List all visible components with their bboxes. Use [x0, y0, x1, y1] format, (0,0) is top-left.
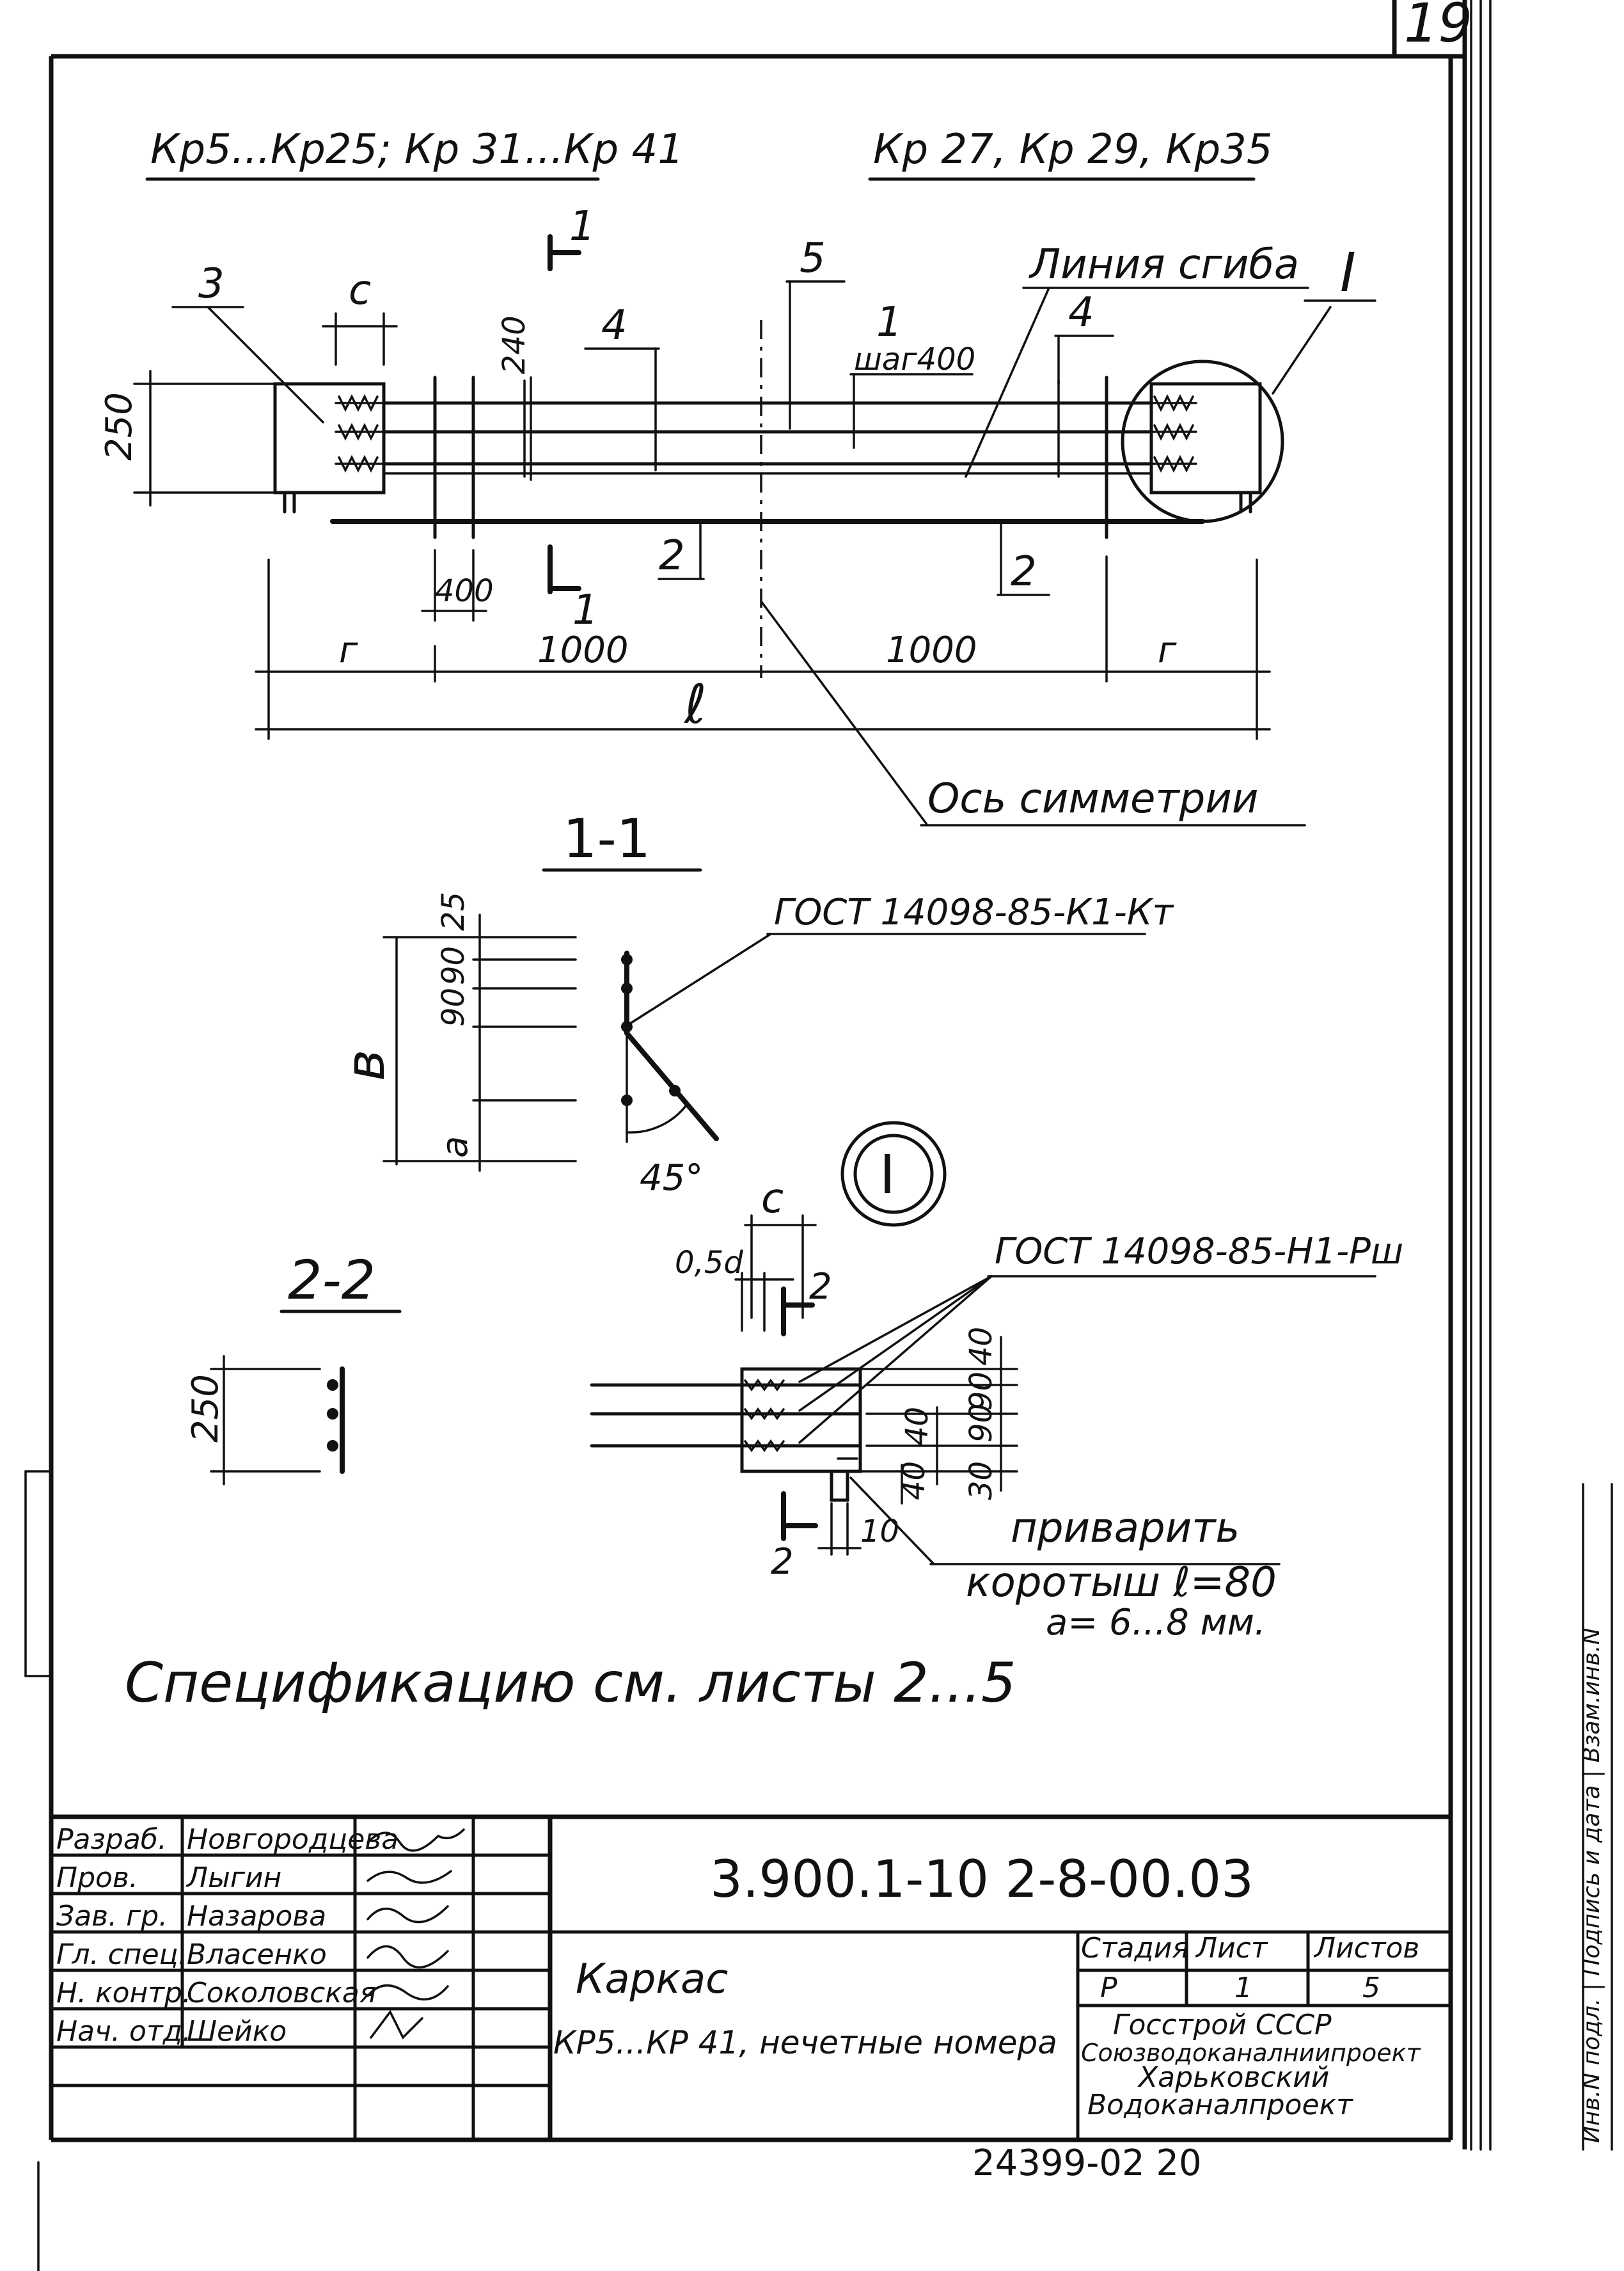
detail-I-dim-r1: 40 [963, 1327, 999, 1366]
header-right-text: Кр 27, Кр 29, Кр35 [873, 126, 1273, 173]
left-plate [273, 382, 386, 495]
tb-name-5: Соколовская [187, 1977, 376, 2009]
tb-name-2: Лыгин [185, 1862, 281, 1894]
section-mark-1-top-label: 1 [569, 203, 595, 250]
header-right: Кр 27, Кр 29, Кр35 [868, 126, 1273, 181]
tb-role-3: Зав. гр. [56, 1900, 168, 1933]
section-1-1: 1-1 25 90 90 в а 45° ГОСТ 14098-85-К1-Кт [334, 807, 1174, 1199]
callout-I-label: I [1340, 241, 1356, 304]
detail-I-plate [740, 1367, 862, 1473]
section-mark-1-top: 1 [548, 203, 595, 271]
detail-I-cut-top: 2 [809, 1266, 832, 1308]
header-left: Кр5...Кр25; Кр 31...Кр 41 [145, 126, 684, 181]
right-welds [1150, 394, 1197, 473]
detail-I-d40b: 40 [896, 1461, 932, 1500]
label-step: шаг400 [854, 342, 975, 377]
label-pos4-right: 4 [1068, 289, 1094, 336]
detail-I-dim-r3: 90 [963, 1404, 999, 1443]
tb-role-6: Нач. отд. [56, 2015, 191, 2048]
tb-role-5: Н. контр. [56, 1977, 191, 2009]
label-pos3: 3 [198, 260, 225, 308]
dim-left-1000: 1000 [537, 629, 629, 671]
tb-sheets: 5 [1362, 1972, 1380, 2004]
dim-1-1-90a: 90 [436, 946, 471, 985]
tb-name-1: Новгородцева [187, 1823, 398, 1856]
main-view: I 3 c 240 4 5 1 шаг400 Линия сгиба 4 [99, 203, 1376, 827]
label-pos2-right: 2 [1011, 548, 1037, 596]
gost-1-1: ГОСТ 14098-85-К1-Кт [774, 892, 1174, 933]
detail-I-marker-label: I [879, 1143, 895, 1206]
tb-org-2: Союзводоканалниипроект [1081, 2039, 1422, 2067]
label-pos2-left: 2 [659, 532, 685, 580]
tb-name-6: Шейко [187, 2015, 287, 2048]
tb-sheet-label: Лист [1195, 1932, 1268, 1965]
dim-right-1000: 1000 [886, 629, 977, 671]
detail-I-cut-bottom: 2 [771, 1541, 794, 1583]
dim-total: ℓ [683, 673, 707, 736]
tb-stage: Р [1100, 1972, 1117, 2004]
detail-I-c: c [761, 1175, 784, 1223]
tb-name-4: Власенко [187, 1938, 327, 1971]
section-2-2-title: 2-2 [288, 1249, 375, 1311]
dim-1-1-90b: 90 [436, 988, 471, 1027]
dim-250: 250 [99, 392, 140, 461]
weld-note-1: приварить [1011, 1505, 1240, 1552]
tb-role-1: Разраб. [56, 1823, 167, 1856]
dim-1-1-a: а [434, 1136, 476, 1158]
label-pos1: 1 [876, 299, 903, 346]
section-1-1-title: 1-1 [563, 807, 650, 870]
tb-org-3: Харьковский [1137, 2061, 1329, 2094]
tb-title-1: Каркас [576, 1956, 728, 2003]
label-bend-line: Линия сгиба [1029, 241, 1299, 289]
section-2-2-height: 250 [185, 1374, 226, 1443]
title-block: Разраб. Новгородцева Пров. Лыгин Зав. гр… [49, 1814, 1453, 2142]
sheet-frame [24, 0, 1492, 2271]
detail-I-d40: 40 [899, 1407, 935, 1446]
angle-45: 45° [640, 1157, 703, 1199]
tb-sheet: 1 [1234, 1972, 1252, 2004]
tb-role-2: Пров. [56, 1862, 138, 1894]
section-mark-1-bottom-label: 1 [572, 587, 599, 634]
section-mark-1-bottom: 1 [548, 544, 599, 634]
tb-org-1: Госстрой СССР [1113, 2009, 1332, 2041]
label-pos5: 5 [800, 235, 826, 282]
detail-I: I c 0,5d 2 ГОСТ 14098-85-Н1-Рш [590, 1121, 1403, 1643]
label-pos4-left: 4 [601, 302, 627, 349]
detail-I-marker [840, 1121, 947, 1227]
tb-name-3: Назарова [187, 1900, 326, 1933]
page-number: 19 [1404, 0, 1472, 54]
detail-I-dim-r2: 90 [963, 1372, 999, 1411]
dim-240: 240 [496, 315, 532, 374]
dim-400: 400 [435, 573, 494, 609]
section-2-2: 2-2 250 [185, 1249, 402, 1485]
dim-1-1-25: 25 [436, 892, 471, 931]
callout-circle-I [1121, 360, 1284, 523]
weld-note-3: а= 6...8 мм. [1046, 1602, 1266, 1643]
doc-code: 3.900.1-10 2-8-00.03 [710, 1849, 1254, 1909]
detail-I-short-piece [830, 1469, 849, 1502]
right-plate [1149, 382, 1262, 495]
left-welds [335, 394, 385, 473]
tb-title-2: КР5...КР 41, нечетные номера [553, 2024, 1057, 2061]
tb-role-4: Гл. спец. [56, 1938, 187, 1971]
detail-I-d10: 10 [860, 1514, 899, 1549]
tb-stage-label: Стадия [1081, 1932, 1189, 1965]
tb-org-4: Водоканалпроект [1087, 2089, 1353, 2121]
header-left-text: Кр5...Кр25; Кр 31...Кр 41 [150, 126, 684, 173]
dim-1-1-b: в [334, 1049, 397, 1081]
dim-left-r: г [339, 629, 358, 671]
label-c-top: c [349, 267, 371, 314]
detail-I-05d: 0,5d [675, 1245, 743, 1281]
footer-code: 24399-02 20 [972, 2142, 1202, 2184]
gost-detail-I: ГОСТ 14098-85-Н1-Рш [995, 1231, 1403, 1272]
weld-note-2: коротыш ℓ=80 [966, 1559, 1277, 1606]
tb-sheets-label: Листов [1313, 1932, 1419, 1965]
label-symmetry-axis: Ось симметрии [927, 775, 1258, 823]
signatures [367, 1828, 465, 2039]
detail-I-dim-r4: 30 [963, 1461, 999, 1500]
dim-right-r: г [1158, 629, 1177, 671]
spec-note: Спецификацию см. листы 2...5 [125, 1651, 1016, 1715]
